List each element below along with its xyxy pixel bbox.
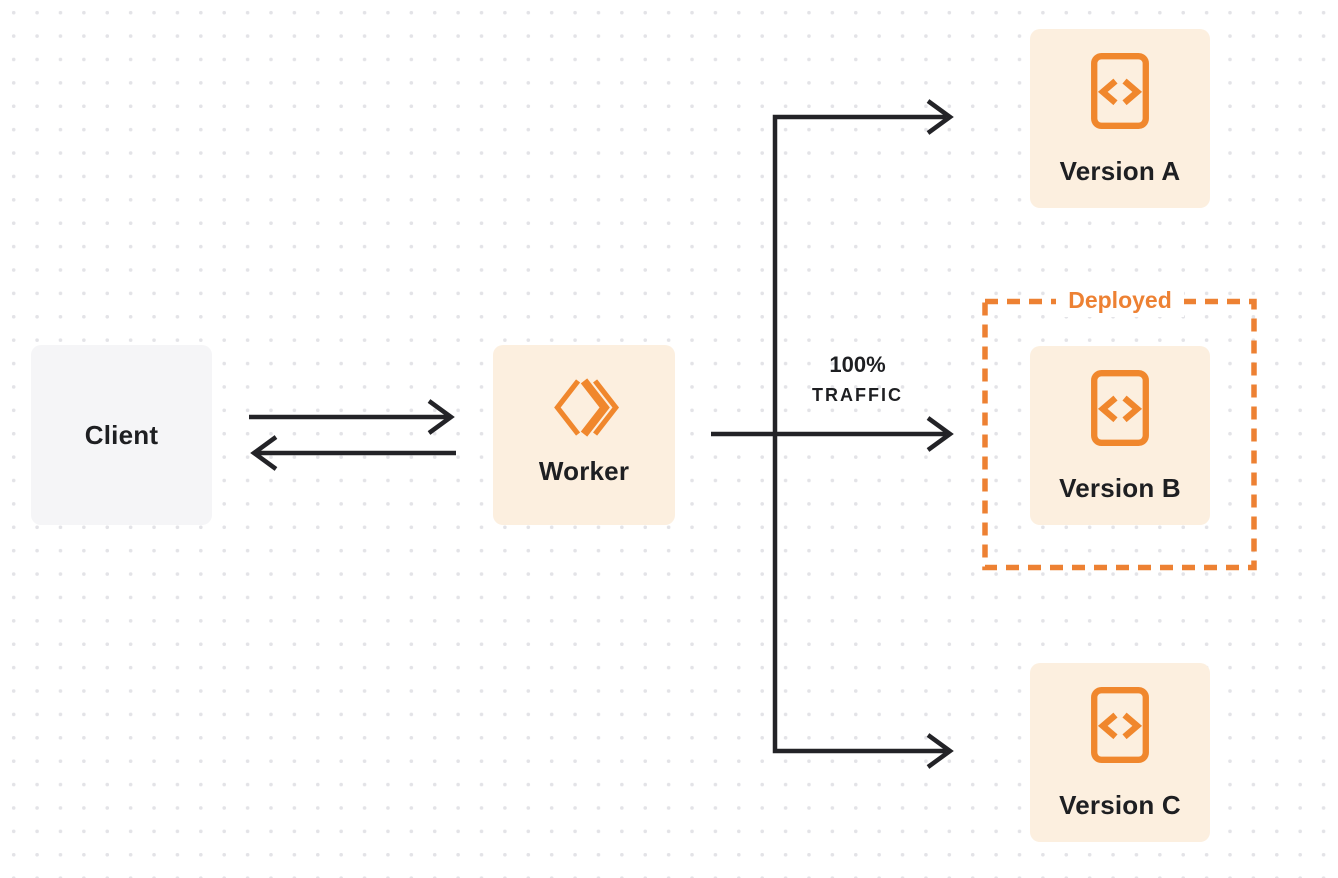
client-to-worker-arrow bbox=[249, 399, 455, 435]
client-label: Client bbox=[84, 419, 159, 450]
node-worker: Worker bbox=[493, 345, 675, 525]
node-version-a: Version A bbox=[1030, 29, 1210, 208]
traffic-arrow bbox=[711, 416, 954, 452]
code-file-icon bbox=[1091, 53, 1149, 129]
node-version-b: Version B bbox=[1030, 346, 1210, 525]
branch-connector-arrows bbox=[772, 99, 954, 769]
version-b-label: Version B bbox=[1059, 473, 1181, 503]
node-version-c: Version C bbox=[1030, 663, 1210, 842]
deployed-group-label-wrap: Deployed bbox=[985, 286, 1255, 317]
code-file-icon bbox=[1091, 687, 1149, 763]
worker-to-client-arrow bbox=[250, 435, 456, 471]
node-client: Client bbox=[31, 345, 212, 525]
traffic-percent-label: 100% bbox=[829, 352, 886, 377]
code-file-icon bbox=[1091, 370, 1149, 446]
version-a-label: Version A bbox=[1059, 156, 1181, 186]
traffic-word-label: TRAFFIC bbox=[812, 385, 903, 405]
traffic-label: 100% TRAFFIC bbox=[775, 352, 940, 405]
deployed-group-label: Deployed bbox=[1056, 286, 1184, 317]
version-c-label: Version C bbox=[1059, 790, 1181, 820]
workers-logo-icon bbox=[554, 378, 620, 437]
worker-label: Worker bbox=[538, 456, 630, 486]
